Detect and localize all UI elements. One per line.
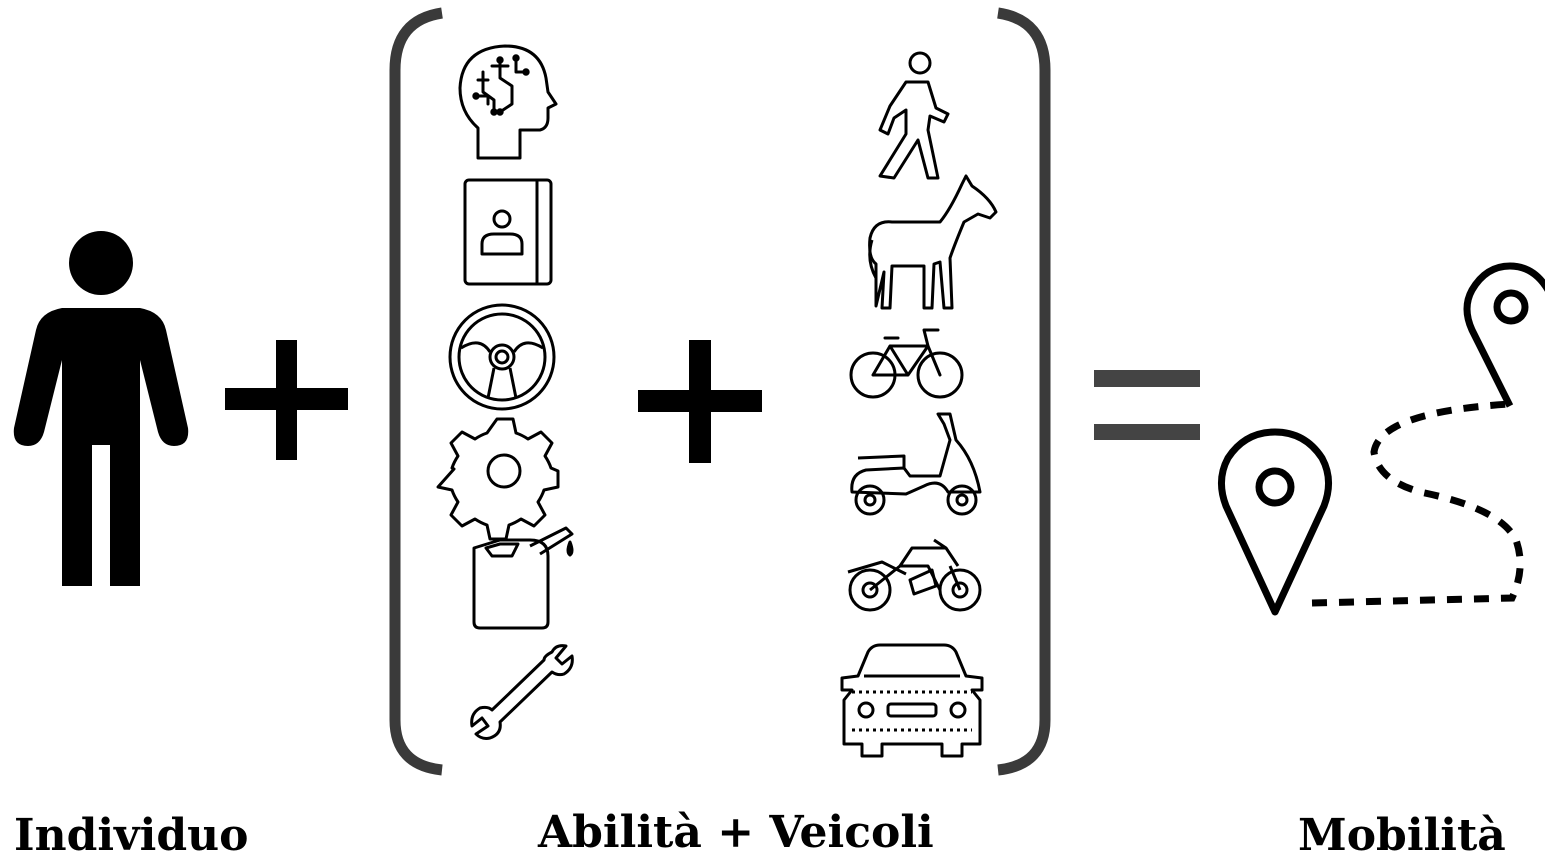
equals-operator <box>1094 370 1200 440</box>
mobility-label: Mobilità <box>1298 810 1506 861</box>
location-pin-icon <box>1463 262 1545 408</box>
scooter-icon <box>850 412 982 516</box>
brain-circuit-icon <box>458 44 558 160</box>
individual-label: Individuo <box>14 810 249 861</box>
left-bracket <box>389 7 444 776</box>
dashed-route-icon <box>1311 400 1524 607</box>
car-icon <box>840 643 984 758</box>
wrench-icon <box>470 644 574 740</box>
gear-icon <box>436 417 560 541</box>
plus-operator <box>225 340 348 460</box>
steering-wheel-icon <box>448 303 556 411</box>
motorcycle-icon <box>847 538 982 612</box>
skills-vehicles-label: Abilità + Veicoli <box>538 807 934 858</box>
id-book-icon <box>463 178 553 286</box>
person-icon <box>13 231 189 586</box>
right-bracket <box>996 7 1051 776</box>
fuel-can-icon <box>472 526 574 630</box>
bicycle-icon <box>849 328 964 399</box>
plus-operator <box>638 340 762 463</box>
horse-icon <box>868 174 998 310</box>
location-pin-icon <box>1218 428 1332 616</box>
walking-person-icon <box>878 51 950 180</box>
